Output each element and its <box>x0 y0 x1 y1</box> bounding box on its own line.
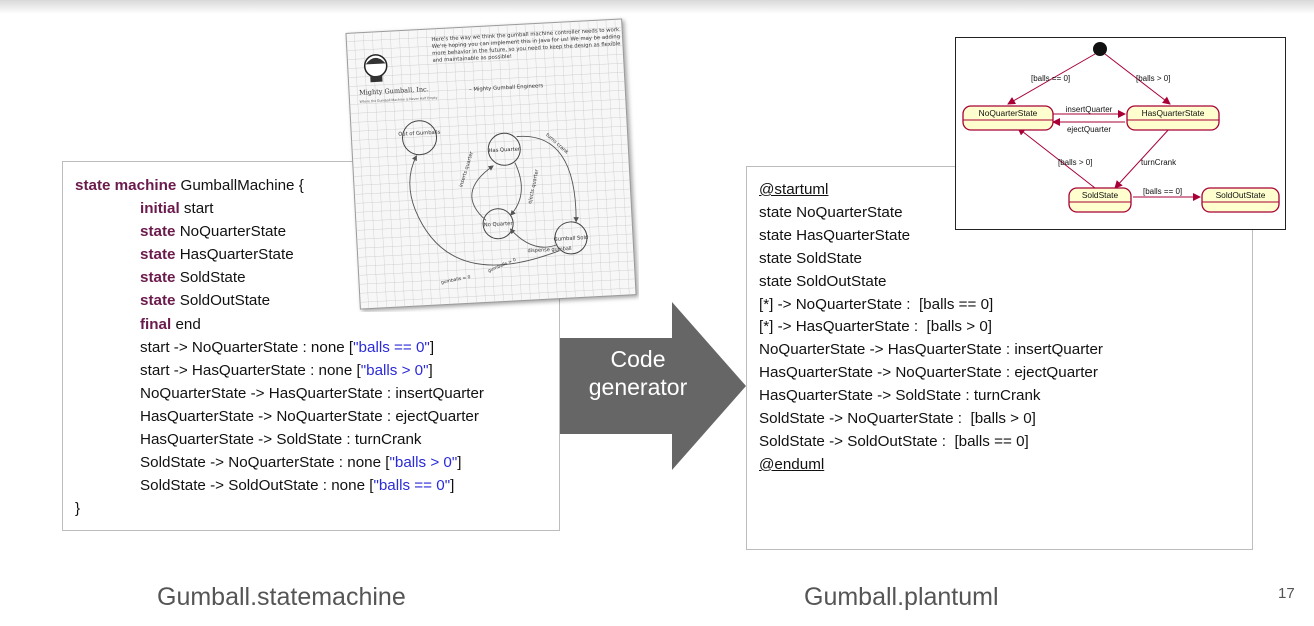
sketch-state-no-quarter <box>482 208 514 240</box>
state-no-quarter <box>962 105 1054 131</box>
code-line: state SoldState <box>759 249 863 267</box>
code-line: start -> HasQuarterState : none ["balls … <box>140 361 433 379</box>
sketch-company: Mighty Gumball, Inc. <box>359 85 429 97</box>
statemachine-code: state machine GumballMachine { initial st… <box>75 174 484 520</box>
gumball-logo-icon <box>363 54 388 83</box>
arrow-label-line1: Code <box>611 346 666 372</box>
svg-text:Out of Gumballs: Out of Gumballs <box>398 130 441 138</box>
code-line: HasQuarterState -> NoQuarterState : ejec… <box>140 407 479 425</box>
caption-statemachine: Gumball.statemachine <box>157 583 406 611</box>
plantuml-code: @startuml state NoQuarterState state HasQu… <box>759 179 1103 477</box>
sketch-state-has-quarter <box>487 132 521 166</box>
code-line: [*] -> HasQuarterState : [balls > 0] <box>759 318 992 336</box>
code-line: NoQuarterState -> HasQuarterState : inse… <box>140 384 484 402</box>
transition-label: ejectQuarter <box>1067 125 1111 134</box>
transition-label: insertQuarter <box>1066 105 1113 114</box>
code-line: state NoQuarterState <box>140 223 287 241</box>
code-line: [*] -> NoQuarterState : [balls == 0] <box>759 295 994 313</box>
code-line: SoldState -> NoQuarterState : none ["bal… <box>140 454 462 472</box>
svg-text:gumballs = 0: gumballs = 0 <box>440 274 471 286</box>
svg-text:Gumball Sold: Gumball Sold <box>554 235 589 243</box>
svg-text:dispense gumball: dispense gumball <box>527 246 571 254</box>
svg-text:Has Quarter: Has Quarter <box>488 146 521 154</box>
code-line: @enduml <box>759 455 825 473</box>
code-line: state SoldOutState <box>140 292 271 310</box>
code-line: final end <box>140 315 201 333</box>
transition-label: [balls > 0] <box>1058 158 1092 167</box>
top-shadow <box>0 0 1314 14</box>
svg-text:NoQuarterState: NoQuarterState <box>979 108 1038 118</box>
code-line: SoldState -> SoldOutState : none ["balls… <box>140 477 455 495</box>
arrow-label-line2: generator <box>589 374 688 400</box>
code-line: SoldState -> NoQuarterState : [balls > 0… <box>759 410 1036 428</box>
svg-text:SoldState: SoldState <box>1082 190 1119 200</box>
sketch-signature: – Mighty Gumball Engineers <box>469 83 544 93</box>
code-line: state machine GumballMachine { <box>75 177 304 194</box>
code-line: initial start <box>140 200 214 218</box>
transition-label: [balls == 0] <box>1143 187 1182 196</box>
state-sold <box>1068 187 1132 213</box>
code-line: state NoQuarterState <box>759 203 903 221</box>
code-generator-arrow: Code generator <box>560 302 746 470</box>
code-line: start -> NoQuarterState : none ["balls =… <box>140 338 435 356</box>
code-line: state HasQuarterState <box>140 246 294 264</box>
initial-state-node <box>1093 42 1107 56</box>
transition-label: [balls > 0] <box>1136 74 1170 83</box>
page-number: 17 <box>1278 585 1295 602</box>
gumball-sketch: Mighty Gumball, Inc. Where the Gumball M… <box>345 18 637 310</box>
svg-text:HasQuarterState: HasQuarterState <box>1142 108 1205 118</box>
code-line: SoldState -> SoldOutState : [balls == 0] <box>759 432 1029 450</box>
code-line: state HasQuarterState <box>759 226 911 244</box>
sketch-tagline: Where the Gumball Machine is Never Half … <box>359 96 437 104</box>
code-line: HasQuarterState -> NoQuarterState : ejec… <box>759 364 1098 382</box>
svg-text:No Quarter: No Quarter <box>484 221 514 229</box>
code-line: } <box>75 500 81 518</box>
code-line: NoQuarterState -> HasQuarterState : inse… <box>759 341 1103 359</box>
code-line: @startuml <box>759 181 829 198</box>
transition-label: [balls == 0] <box>1031 74 1070 83</box>
transition-label: turnCrank <box>1141 158 1177 167</box>
code-line: HasQuarterState -> SoldState : turnCrank <box>759 387 1041 405</box>
code-line: state SoldState <box>140 269 246 287</box>
sketch-state-gumball-sold <box>554 221 588 255</box>
plantuml-state-diagram: [balls == 0] [balls > 0] insertQuarter e… <box>955 37 1286 230</box>
state-has-quarter <box>1126 105 1220 131</box>
sketch-state-out-of-gumballs <box>402 120 438 156</box>
code-line: HasQuarterState -> SoldState : turnCrank <box>140 431 422 449</box>
arrow-icon <box>560 302 746 470</box>
plantuml-code-panel <box>746 166 1253 550</box>
svg-text:SoldOutState: SoldOutState <box>1216 190 1266 200</box>
state-sold-out <box>1201 187 1280 213</box>
code-line: state SoldOutState <box>759 272 887 290</box>
caption-plantuml: Gumball.plantuml <box>804 583 999 611</box>
